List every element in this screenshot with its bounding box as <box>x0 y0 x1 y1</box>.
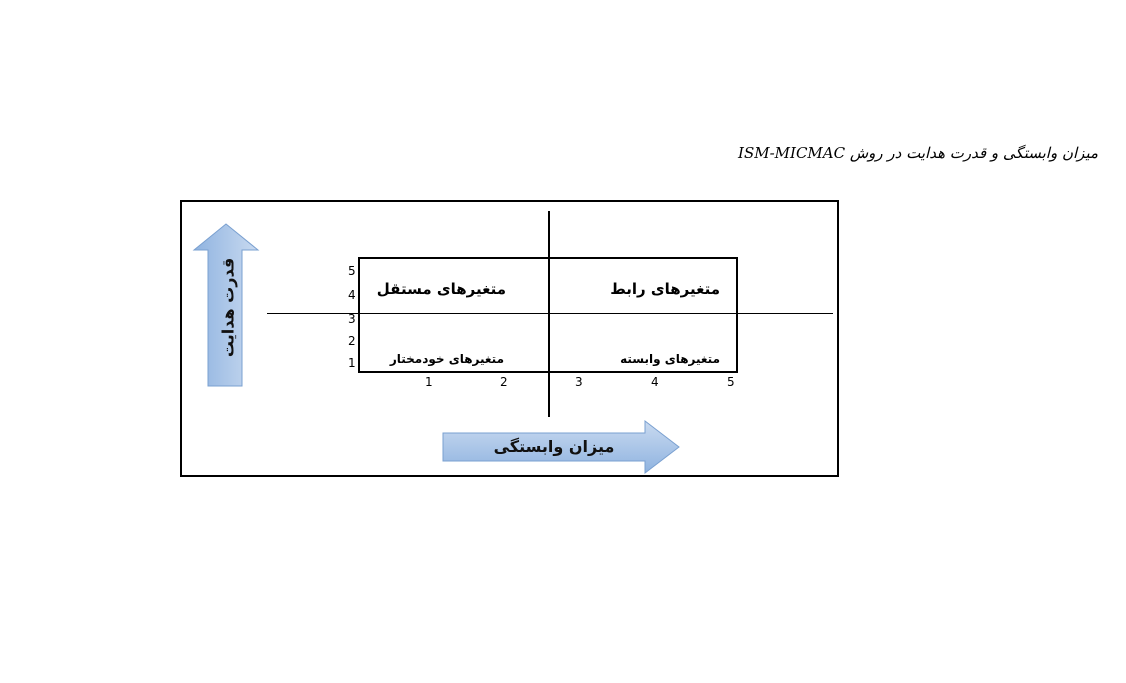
y-tick: 3 <box>348 312 356 326</box>
quadrant-autonomous-label: متغیرهای خودمختار <box>389 352 504 366</box>
x-axis-label: میزان وابستگی <box>493 437 615 456</box>
x-tick: 1 <box>425 375 433 389</box>
y-tick: 2 <box>348 334 356 348</box>
x-tick: 4 <box>651 375 659 389</box>
horizontal-divider <box>267 313 833 314</box>
y-tick: 4 <box>348 288 356 302</box>
vertical-arrow-icon <box>192 223 260 387</box>
x-tick: 5 <box>727 375 735 389</box>
y-tick: 1 <box>348 356 356 370</box>
quadrant-dependent-label: متغیرهای وابسته <box>620 352 720 366</box>
quadrant-linkage-label: متغیرهای رابط <box>610 280 720 298</box>
x-tick: 2 <box>500 375 508 389</box>
diagram-caption: میزان وابستگی و قدرت هدایت در روش ISM-MI… <box>738 144 1098 162</box>
y-tick: 5 <box>348 264 356 278</box>
diagram-frame <box>180 200 839 477</box>
vertical-divider <box>548 211 550 417</box>
x-tick: 3 <box>575 375 583 389</box>
horizontal-arrow-icon <box>442 419 680 475</box>
y-axis-label: قدرت هدایت <box>218 257 238 358</box>
quadrant-independent-label: متغیرهای مستقل <box>376 280 506 298</box>
